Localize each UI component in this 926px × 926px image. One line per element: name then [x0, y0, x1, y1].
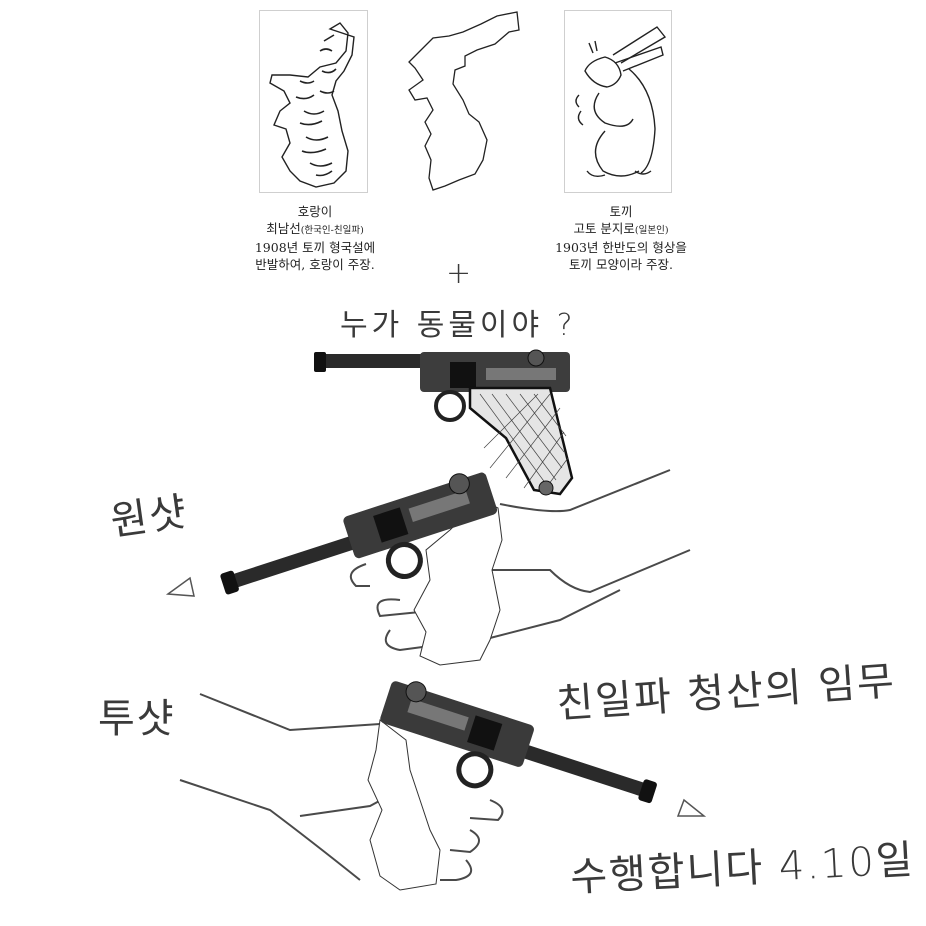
rabbit-caption-title: 토끼	[609, 204, 633, 219]
rabbit-map-icon	[575, 26, 667, 178]
tiger-caption-title: 호랑이	[297, 204, 333, 219]
tiger-caption-author: 최남선(한국인-친일파)	[266, 221, 364, 236]
tiger-panel	[259, 10, 368, 193]
tiger-caption-line2: 반발하여, 호랑이 주장.	[255, 257, 375, 272]
hand-arm-left	[349, 469, 691, 666]
rabbit-caption-line2: 토끼 모양이라 주장.	[569, 257, 673, 272]
rabbit-panel	[564, 10, 672, 193]
perform-text: 수행합니다 4.10일	[569, 837, 916, 901]
tiger-caption-line1: 1908년 토끼 형국설에	[254, 240, 376, 255]
two-shot-text: 투샷	[98, 696, 176, 742]
tiger-caption: 호랑이 최남선(한국인-친일파) 1908년 토끼 형국설에 반발하여, 호랑이…	[220, 203, 410, 273]
pistol-right-icon	[380, 681, 657, 804]
rabbit-caption: 토끼 고토 분지로(일본인) 1903년 한반도의 형상을 토끼 모양이라 주장…	[526, 203, 716, 273]
pistol-top-icon	[314, 349, 574, 496]
one-shot-text: 원샷	[107, 488, 191, 546]
rabbit-caption-author: 고토 분지로(일본인)	[573, 221, 669, 236]
tiger-map-icon	[269, 22, 355, 188]
korea-map-outline	[408, 11, 520, 191]
plus-sign: +	[446, 256, 474, 291]
muzzle-flash-right-icon	[676, 798, 707, 817]
muzzle-flash-left-icon	[165, 576, 195, 597]
hand-arm-right	[179, 693, 504, 891]
question-text: 누가 동물이야 ?	[340, 308, 577, 343]
rabbit-caption-line1: 1903년 한반도의 형상을	[555, 240, 687, 255]
pistol-left-icon	[220, 472, 498, 595]
